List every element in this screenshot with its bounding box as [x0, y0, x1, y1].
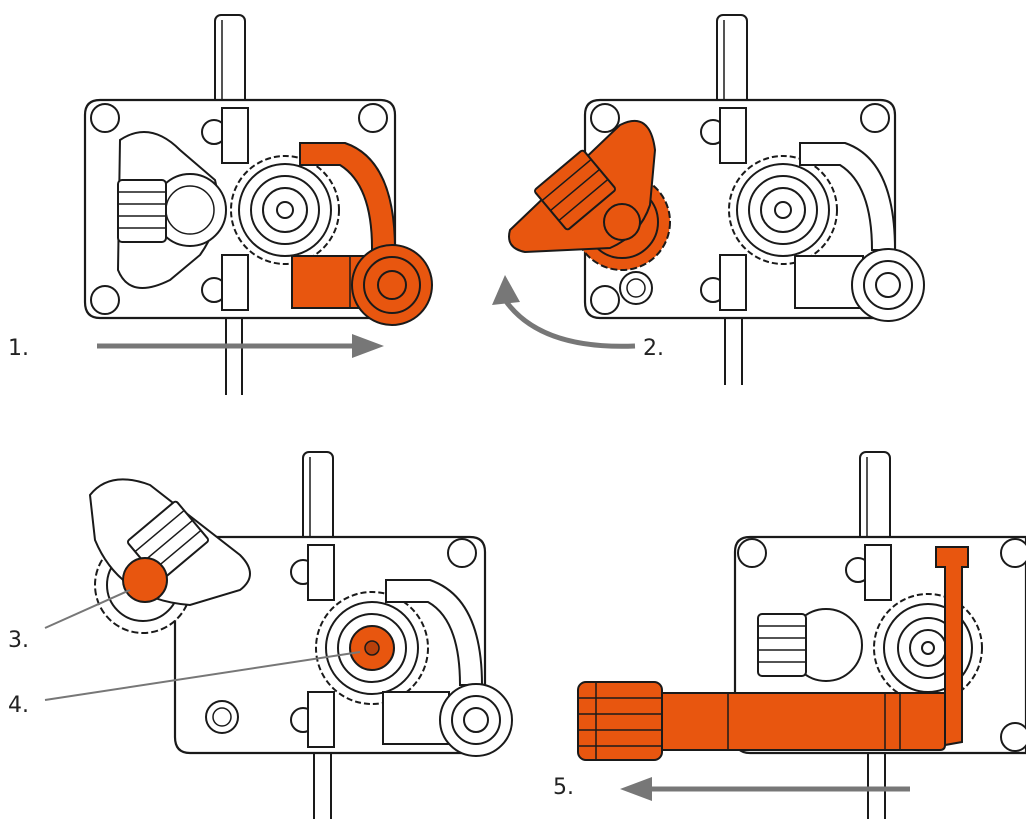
panel-3-4 [44, 451, 513, 819]
panel-5 [577, 451, 1026, 819]
step-label-3: 3. [8, 628, 29, 653]
step-label-4: 4. [8, 693, 29, 718]
step-label-1: 1. [8, 336, 29, 361]
step-label-2: 2. [643, 336, 664, 361]
panel-1 [83, 14, 433, 395]
panel-2 [492, 14, 925, 385]
step-label-5: 5. [553, 775, 574, 800]
